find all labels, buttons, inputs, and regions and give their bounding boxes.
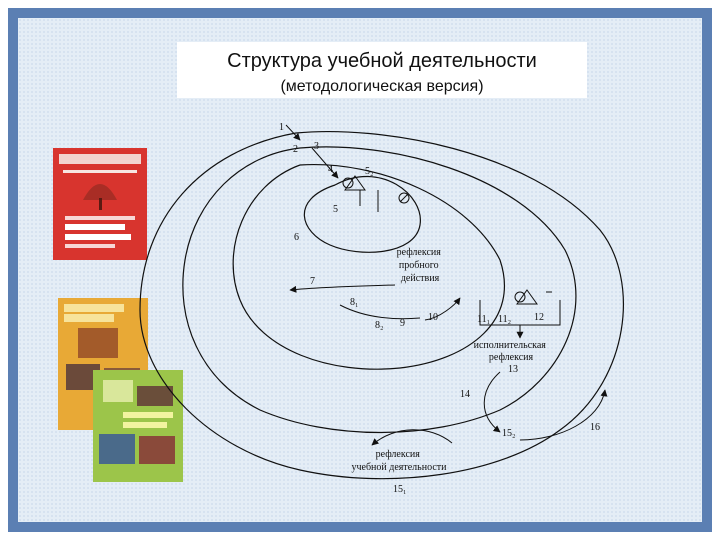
- label-9: 9: [400, 318, 405, 329]
- title-box: Структура учебной деятельности (методоло…: [177, 42, 587, 98]
- label-8-2: 8₂: [375, 320, 384, 331]
- label-7: 7: [310, 276, 315, 287]
- label-5: 5: [333, 204, 338, 215]
- action-symbol-upper: [342, 175, 410, 212]
- caption-learning-reflection: рефлексия учебной деятельности: [351, 449, 447, 473]
- middle-circle: [182, 146, 577, 434]
- label-10: 10: [428, 312, 438, 323]
- arrow-14: [483, 371, 501, 433]
- slide-title: Структура учебной деятельности: [227, 50, 537, 72]
- outer-circle: [139, 130, 624, 480]
- reflection-loop: [303, 175, 421, 253]
- arrow-7: [289, 284, 396, 293]
- arrow-16: [519, 389, 608, 441]
- book-cover-image-green: [93, 370, 183, 482]
- label-16: 16: [590, 422, 600, 433]
- caption-exec-reflection: исполнительская рефлексия: [474, 340, 549, 363]
- label-13: 13: [508, 364, 518, 375]
- label-4: 4: [328, 164, 333, 175]
- arrow-3: [311, 147, 339, 179]
- label-11-1: 11₁: [477, 314, 490, 325]
- label-3: 3: [314, 141, 319, 152]
- arrow-8: [339, 304, 421, 320]
- label-1: 1: [279, 122, 284, 133]
- label-5-2: 5₂: [365, 166, 374, 177]
- action-symbol-lower: [514, 289, 552, 305]
- label-8-1: 8₁: [350, 297, 359, 308]
- label-12: 12: [534, 312, 544, 323]
- arrow-10: [424, 297, 461, 321]
- arrow-1: [285, 124, 301, 141]
- label-2: 2: [293, 144, 298, 155]
- label-11-2: 11₂: [498, 314, 511, 325]
- label-15-1: 15₁: [393, 484, 407, 495]
- label-6: 6: [294, 232, 299, 243]
- caption-trial-reflection: рефлексия пробного действия: [397, 247, 444, 284]
- book-cover-image-red: [53, 148, 147, 260]
- label-14: 14: [460, 389, 470, 400]
- inner-circle: [232, 163, 505, 370]
- label-15-2: 15₂: [502, 428, 516, 439]
- arrow-15: [371, 429, 453, 446]
- slide-subtitle: (методологическая версия): [280, 78, 484, 95]
